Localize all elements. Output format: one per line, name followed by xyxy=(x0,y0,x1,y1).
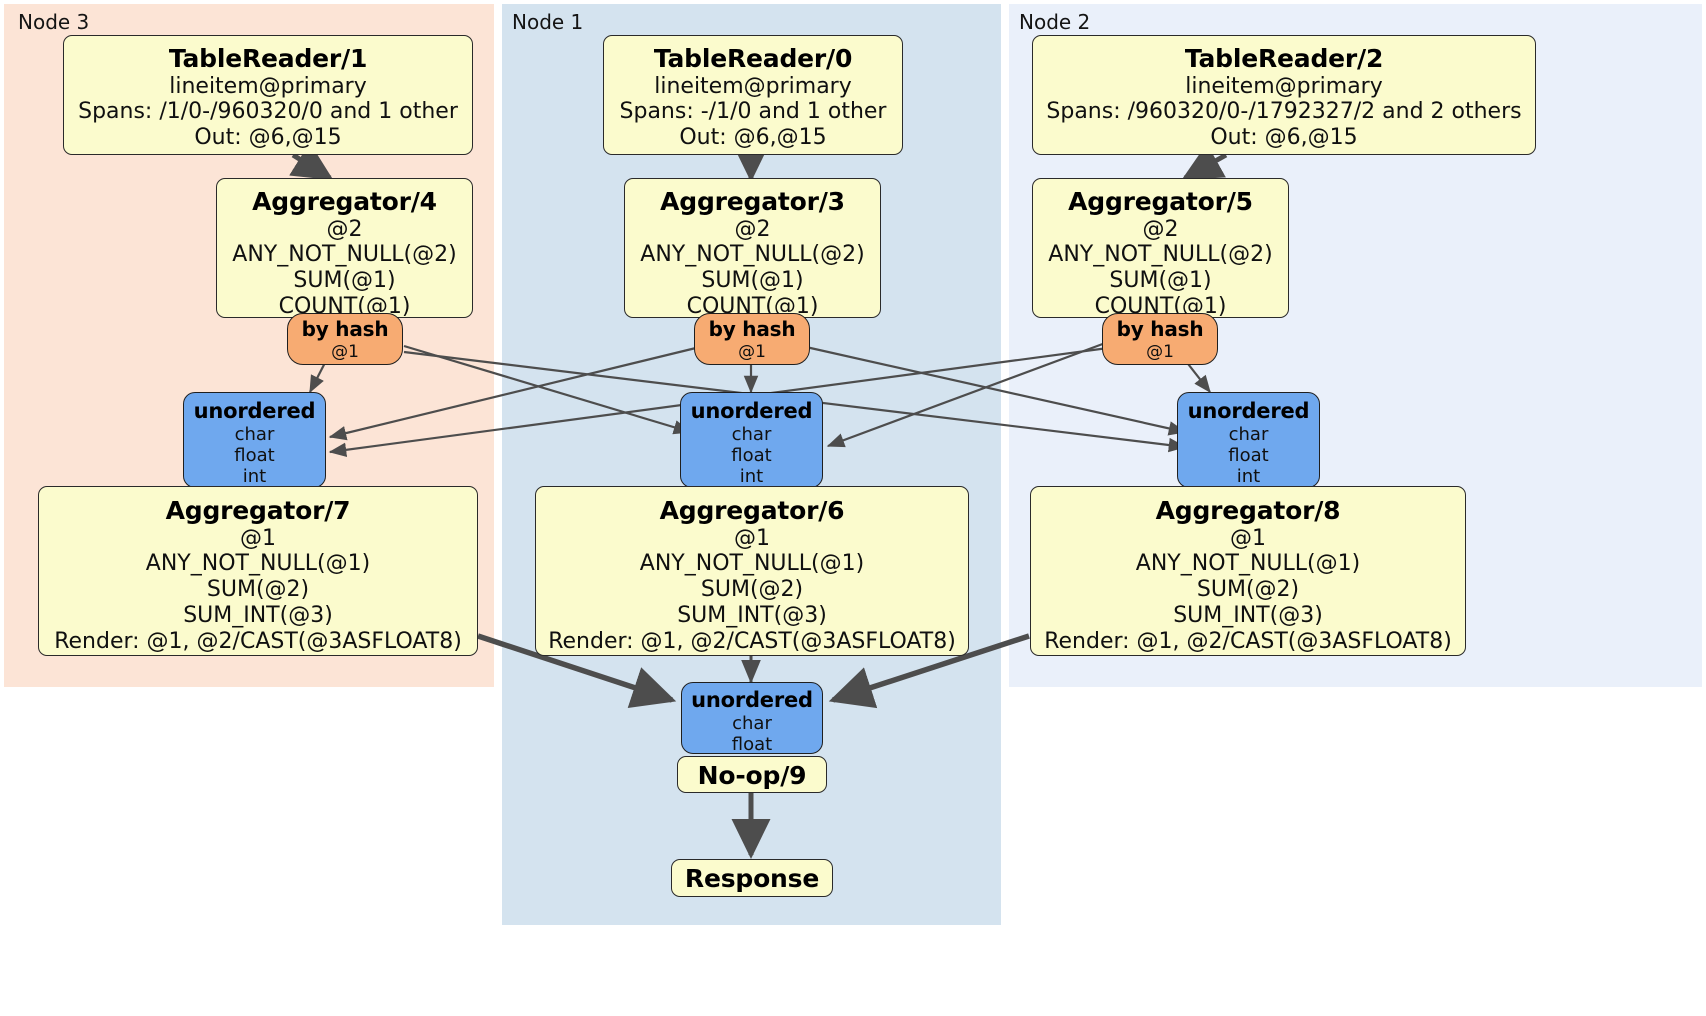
router-detail-line: @1 xyxy=(331,341,359,362)
sync-type-line: char xyxy=(731,423,772,445)
node-detail-line: ANY_NOT_NULL(@1) xyxy=(639,551,865,577)
sync-type-line: int xyxy=(739,466,764,488)
node-aggregator-6[interactable]: Aggregator/6 @1 ANY_NOT_NULL(@1) SUM(@2)… xyxy=(535,486,969,656)
router-title: by hash xyxy=(708,317,796,341)
sync-type-line: char xyxy=(732,712,772,734)
cluster-label-node-3: Node 3 xyxy=(18,10,90,34)
sync-unordered-mid[interactable]: unordered char float int xyxy=(680,392,823,488)
node-response[interactable]: Response xyxy=(671,859,833,897)
router-title: by hash xyxy=(301,317,389,341)
node-title: Aggregator/6 xyxy=(659,496,845,525)
router-detail-line: @1 xyxy=(1146,341,1174,362)
node-detail-line: ANY_NOT_NULL(@1) xyxy=(1135,551,1361,577)
node-aggregator-8[interactable]: Aggregator/8 @1 ANY_NOT_NULL(@1) SUM(@2)… xyxy=(1030,486,1466,656)
node-detail-line: SUM_INT(@3) xyxy=(1173,603,1323,629)
node-detail-line: lineitem@primary xyxy=(169,73,367,99)
sync-title: unordered xyxy=(690,399,813,423)
node-tablereader-0[interactable]: TableReader/0 lineitem@primary Spans: -/… xyxy=(603,35,903,155)
router-by-hash-mid[interactable]: by hash @1 xyxy=(694,313,810,365)
node-detail-line: lineitem@primary xyxy=(654,73,852,99)
node-detail-line: SUM(@2) xyxy=(206,577,310,603)
node-title: Aggregator/3 xyxy=(660,187,845,216)
sync-unordered-final[interactable]: unordered char float xyxy=(681,682,823,755)
node-detail-line: SUM(@1) xyxy=(293,268,396,294)
node-detail-line: SUM(@2) xyxy=(700,577,804,603)
node-title: TableReader/2 xyxy=(1184,44,1384,73)
node-detail-line: Spans: /1/0-/960320/0 and 1 other xyxy=(78,99,458,125)
router-by-hash-right[interactable]: by hash @1 xyxy=(1102,313,1218,365)
router-title: by hash xyxy=(1116,317,1204,341)
node-title: Response xyxy=(684,864,820,894)
cluster-label-node-1: Node 1 xyxy=(512,10,584,34)
node-detail-line: @2 xyxy=(1142,216,1179,242)
node-no-op-9[interactable]: No-op/9 xyxy=(677,756,827,793)
sync-type-line: char xyxy=(1228,423,1269,445)
sync-type-line: float xyxy=(1228,445,1269,466)
router-detail-line: @1 xyxy=(738,341,766,362)
sync-type-line: float xyxy=(234,445,275,466)
node-render-line: Render: @1, @2/CAST(@3ASFLOAT8) xyxy=(548,629,956,655)
node-title: TableReader/0 xyxy=(653,44,853,73)
node-detail-line: Out: @6,@15 xyxy=(194,125,342,151)
node-detail-line: ANY_NOT_NULL(@2) xyxy=(640,242,865,268)
node-title: No-op/9 xyxy=(697,760,807,790)
node-aggregator-7[interactable]: Aggregator/7 @1 ANY_NOT_NULL(@1) SUM(@2)… xyxy=(38,486,478,656)
node-detail-line: SUM(@1) xyxy=(1109,268,1212,294)
sync-unordered-left[interactable]: unordered char float int xyxy=(183,392,326,488)
node-title: TableReader/1 xyxy=(168,44,368,73)
node-title: Aggregator/4 xyxy=(252,187,437,216)
node-aggregator-3[interactable]: Aggregator/3 @2 ANY_NOT_NULL(@2) SUM(@1)… xyxy=(624,178,881,319)
node-detail-line: Out: @6,@15 xyxy=(1210,125,1358,151)
sync-title: unordered xyxy=(1187,399,1310,423)
node-render-line: Render: @1, @2/CAST(@3ASFLOAT8) xyxy=(54,629,462,655)
sync-title: unordered xyxy=(691,688,813,712)
node-title: Aggregator/5 xyxy=(1068,187,1253,216)
node-detail-line: ANY_NOT_NULL(@2) xyxy=(232,242,457,268)
sync-title: unordered xyxy=(193,399,316,423)
node-render-line: Render: @1, @2/CAST(@3ASFLOAT8) xyxy=(1044,629,1452,655)
node-detail-line: Out: @6,@15 xyxy=(679,125,827,151)
sync-type-line: float xyxy=(731,445,772,466)
node-detail-line: Spans: /960320/0-/1792327/2 and 2 others xyxy=(1046,99,1522,125)
sync-type-line: float xyxy=(731,734,773,755)
node-detail-line: @2 xyxy=(734,216,771,242)
node-title: Aggregator/7 xyxy=(165,496,351,525)
cluster-label-node-2: Node 2 xyxy=(1019,10,1091,34)
node-detail-line: Spans: -/1/0 and 1 other xyxy=(619,99,887,125)
router-by-hash-left[interactable]: by hash @1 xyxy=(287,313,403,365)
node-detail-line: SUM(@2) xyxy=(1196,577,1300,603)
node-detail-line: SUM_INT(@3) xyxy=(677,603,827,629)
sync-type-line: char xyxy=(234,423,275,445)
sync-type-line: int xyxy=(1236,466,1261,488)
node-aggregator-4[interactable]: Aggregator/4 @2 ANY_NOT_NULL(@2) SUM(@1)… xyxy=(216,178,473,319)
node-detail-line: @1 xyxy=(240,525,276,551)
node-tablereader-2[interactable]: TableReader/2 lineitem@primary Spans: /9… xyxy=(1032,35,1536,155)
node-detail-line: SUM_INT(@3) xyxy=(183,603,333,629)
node-title: Aggregator/8 xyxy=(1155,496,1341,525)
sync-type-line: int xyxy=(242,466,267,488)
node-detail-line: ANY_NOT_NULL(@1) xyxy=(145,551,371,577)
node-detail-line: ANY_NOT_NULL(@2) xyxy=(1048,242,1273,268)
node-detail-line: @1 xyxy=(1230,525,1266,551)
node-detail-line: @2 xyxy=(326,216,363,242)
node-aggregator-5[interactable]: Aggregator/5 @2 ANY_NOT_NULL(@2) SUM(@1)… xyxy=(1032,178,1289,319)
sync-unordered-right[interactable]: unordered char float int xyxy=(1177,392,1320,488)
node-detail-line: lineitem@primary xyxy=(1185,73,1383,99)
node-detail-line: @1 xyxy=(734,525,770,551)
node-detail-line: SUM(@1) xyxy=(701,268,804,294)
node-tablereader-1[interactable]: TableReader/1 lineitem@primary Spans: /1… xyxy=(63,35,473,155)
